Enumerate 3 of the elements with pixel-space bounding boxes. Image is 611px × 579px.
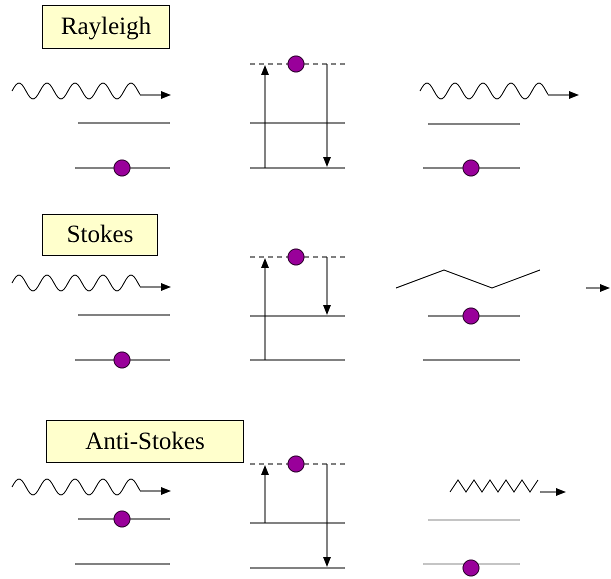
label-box: Anti-Stokes [46,420,244,463]
label-box: Stokes [42,214,158,256]
label-box: Rayleigh [42,5,170,49]
